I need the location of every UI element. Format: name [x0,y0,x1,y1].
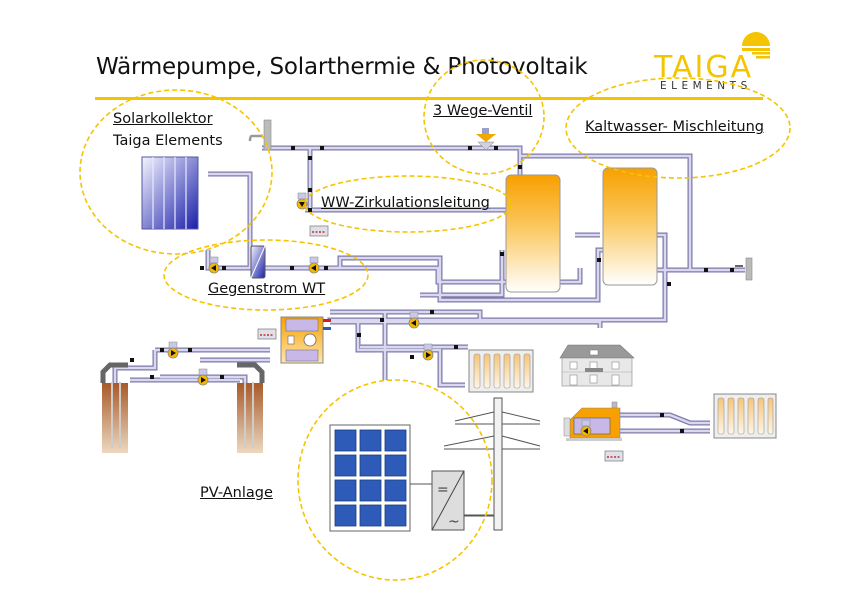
pump-icon [580,419,592,437]
pump-icon [408,311,420,329]
pv-cell [384,479,407,502]
highlight-counterflow-hx [163,239,369,311]
label-solar-collector: Solarkollektor [113,111,213,127]
three-way-valve-icon [476,128,496,151]
controller-icon [257,328,277,340]
counterflow-heat-exchanger-icon [250,245,266,279]
house-icon [559,344,635,387]
inverter-icon [431,470,465,531]
inverter-ac-symbol: ~ [448,514,460,530]
tap-icon [735,257,753,281]
pump-icon [167,341,179,359]
highlight-three-way-valve [423,59,545,175]
heat-pump-icon [280,316,331,364]
controller-icon [604,450,624,462]
radiator-icon [713,393,777,439]
pv-cell [334,429,357,452]
pv-cell [334,479,357,502]
controller-icon [309,225,329,237]
sun-icon [742,32,770,59]
buffer-tank-icon [602,167,658,286]
highlight-ellipses [79,59,791,581]
inverter-dc-symbol: = [437,482,449,498]
pv-cell [359,454,382,477]
label-pv-system: PV-Anlage [200,485,273,501]
pv-cell [334,454,357,477]
pump-icon [296,192,308,210]
highlight-ww-circulation [304,175,512,233]
highlight-pv-system [297,379,493,581]
label-solar-collector-brand: Taiga Elements [113,133,223,149]
pipe-network [112,145,745,445]
highlight-solar-collector [79,89,273,255]
page-title: Wärmepumpe, Solarthermie & Photovoltaik [96,54,588,80]
pump-icon [208,256,220,274]
pump-icon [422,343,434,361]
pv-cell [359,504,382,527]
pipe-joints [130,146,734,433]
pv-cell [359,479,382,502]
pv-cell [384,454,407,477]
label-ww-circulation: WW-Zirkulationsleitung [321,195,490,211]
radiator-icon [468,349,534,393]
boiler-icon [563,401,622,441]
highlight-cold-water-mix [565,77,791,179]
pv-cell [384,504,407,527]
pv-cell [359,429,382,452]
label-three-way-valve: 3 Wege-Ventil [433,103,533,119]
tap-icon [248,119,272,151]
hot-water-tank-icon [505,174,561,293]
label-cold-water-mix: Kaltwasser- Mischleitung [585,119,765,135]
pv-panel-icon [329,424,411,532]
title-divider [95,97,763,100]
pump-icon [197,368,209,386]
pump-icon [308,256,320,274]
ground-probe-icon [237,362,265,453]
power-pylon-icon [443,397,541,531]
ground-probe-icon [100,362,128,453]
pv-cell [384,429,407,452]
label-counterflow-hx: Gegenstrom WT [208,281,326,297]
solar-collector-icon [141,156,199,230]
pv-cell [334,504,357,527]
